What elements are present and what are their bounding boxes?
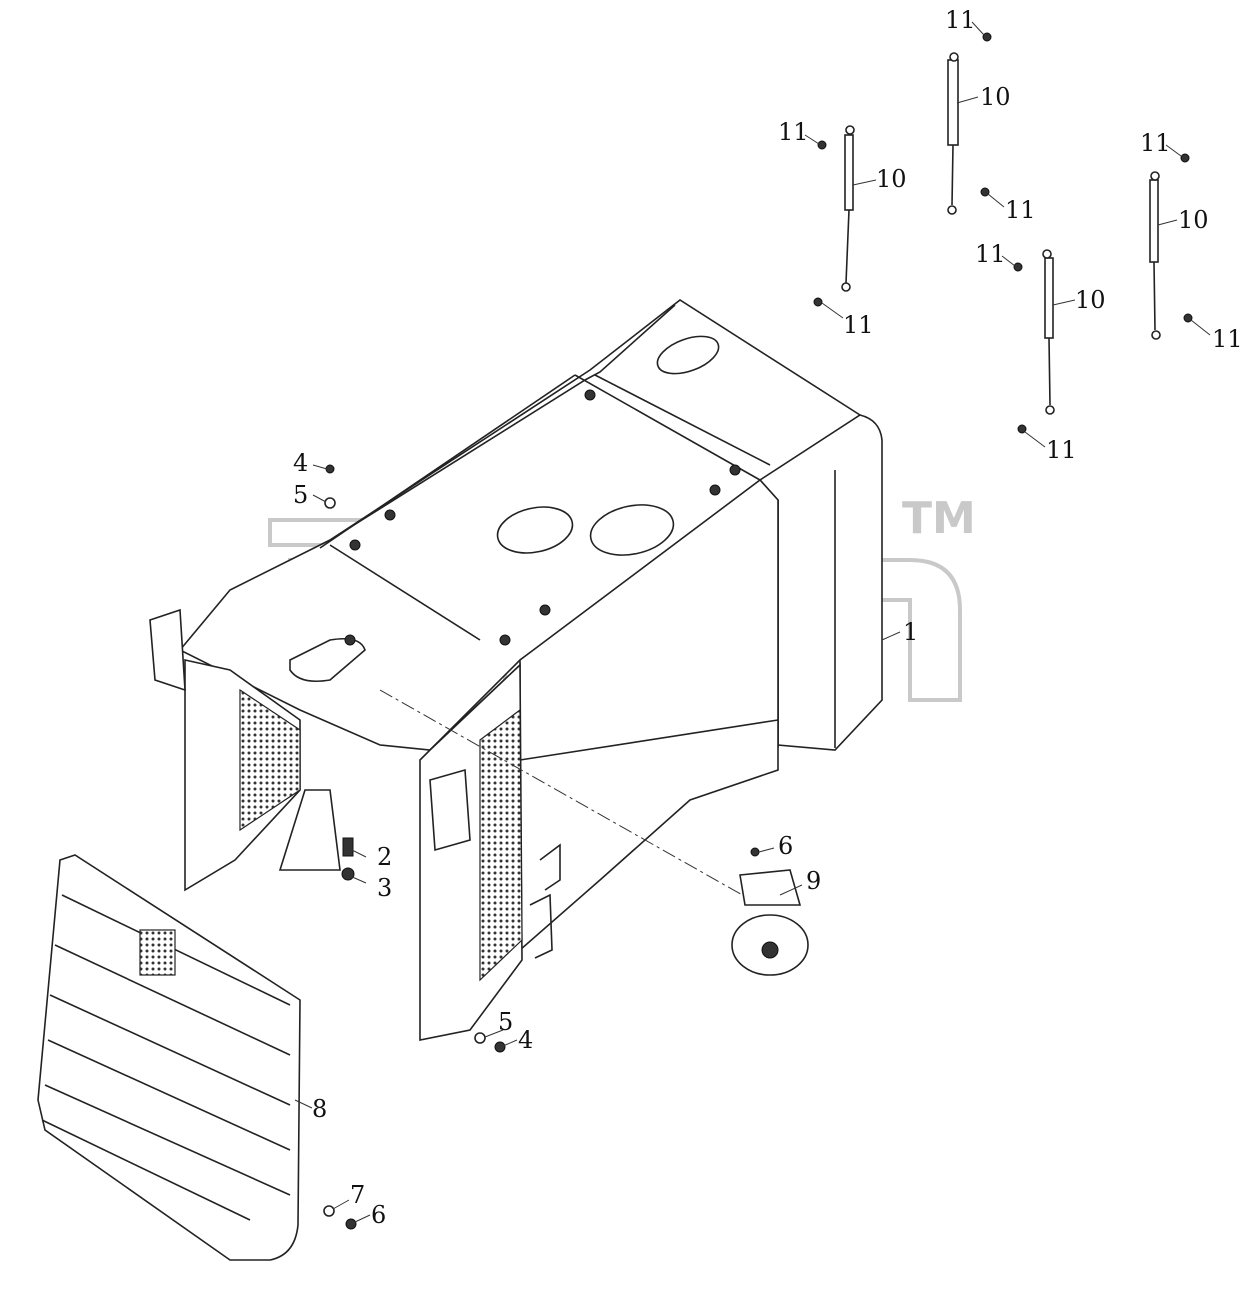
top-hole-2 [589,504,675,556]
handle-2 [529,893,553,959]
callout-part-1: 1 [903,618,918,646]
side-grille-mesh-left [239,688,301,832]
callout-part-10-strut-4: 10 [1178,206,1209,234]
rear-light-assembly [731,869,809,976]
hinge-bracket-right [429,768,471,852]
support-bracket [278,789,341,871]
callout-part-10-strut-2: 10 [980,83,1011,111]
callout-part-11-strut-2-bottom: 11 [1005,196,1036,224]
callout-part-11-strut-2-top: 11 [945,6,976,34]
top-hole-1 [496,506,574,554]
callout-part-10-strut-3: 10 [1075,286,1106,314]
callout-part-10-strut-1: 10 [876,165,907,193]
callout-part-2: 2 [377,843,392,871]
callout-part-5-bottom: 5 [498,1008,513,1036]
callout-part-11-strut-1-top: 11 [778,118,809,146]
hinge-bracket-left [149,608,186,692]
gas-struts [813,32,1193,434]
callout-part-6-grille: 6 [371,1201,386,1229]
gas-strut-4 [1149,153,1193,340]
top-hole-3 [656,335,720,375]
callout-part-11-strut-3-top: 11 [975,240,1006,268]
front-grille [37,854,301,1261]
callout-part-4-top: 4 [293,449,308,477]
handle-1 [539,843,561,891]
fasteners [323,464,760,1230]
callout-part-9: 9 [806,867,821,895]
callout-part-3: 3 [377,874,392,902]
callout-part-8: 8 [312,1095,327,1123]
callout-part-11-strut-1-bottom: 11 [843,311,874,339]
callout-part-11-strut-4-bottom: 11 [1212,325,1243,353]
callout-part-6-light: 6 [778,832,793,860]
trademark-symbol: TM [902,493,976,544]
callout-labels: 1 2 3 4 5 4 5 6 9 8 7 6 10 11 11 10 11 1… [293,6,1243,1229]
side-grille-mesh-right [479,708,523,982]
leader-lines [294,21,1211,1223]
callout-part-11-strut-4-top: 11 [1140,129,1171,157]
engine-hood-assembly [149,299,883,1041]
callout-part-4-bottom: 4 [518,1026,533,1054]
callout-part-11-strut-3-bottom: 11 [1046,436,1077,464]
callout-part-7: 7 [350,1181,365,1209]
callout-part-5-top: 5 [293,481,308,509]
top-access-plate [289,637,366,683]
gas-strut-1 [813,125,855,307]
gas-strut-3 [1013,249,1055,434]
front-grille-mesh [139,929,176,976]
gas-strut-2 [947,32,992,215]
